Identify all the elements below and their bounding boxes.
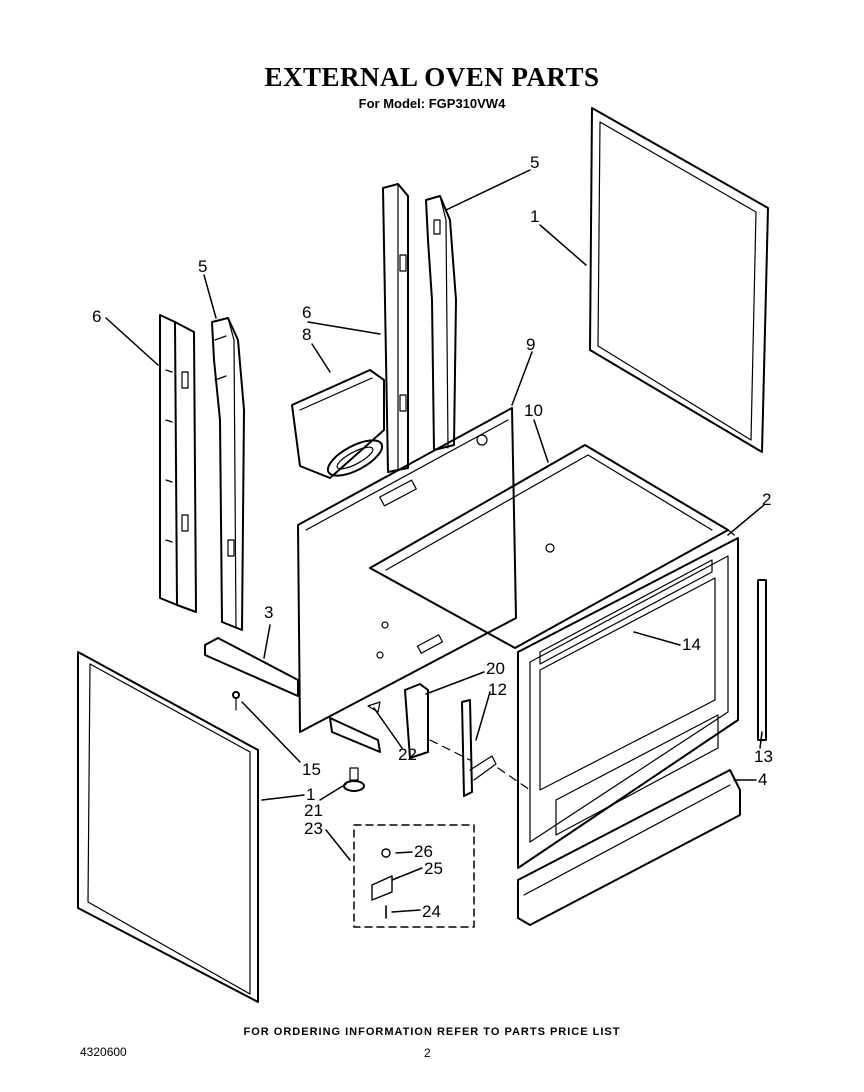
callout-20: 20: [486, 659, 505, 678]
document-number: 4320600: [80, 1045, 127, 1059]
callout-3: 3: [264, 603, 273, 622]
channel-center-5: [425, 195, 457, 451]
clip-22: [367, 701, 381, 713]
guide-lines: [429, 529, 739, 791]
side-panel-left: [77, 651, 259, 1003]
rail-3: [204, 637, 299, 697]
side-panel-right: [589, 107, 769, 453]
callout-labels: 5 1 5 6 6 8 9 10 2 3 14 20 12 22 13 15 4…: [92, 153, 773, 921]
callout-23: 23: [304, 819, 323, 838]
callout-1-bottom: 1: [306, 785, 315, 804]
callout-5-top: 5: [530, 153, 539, 172]
callout-4: 4: [758, 770, 767, 789]
callout-6-mid: 6: [302, 303, 311, 322]
leveler-leg-21: [343, 767, 365, 792]
top-panel-10: [369, 444, 729, 649]
callout-24: 24: [422, 902, 441, 921]
callout-15: 15: [302, 760, 321, 779]
callout-14: 14: [682, 635, 701, 654]
callout-25: 25: [424, 859, 443, 878]
screw-15: [232, 691, 240, 711]
callout-9: 9: [526, 335, 535, 354]
page-title: EXTERNAL OVEN PARTS: [264, 62, 600, 92]
callout-12: 12: [488, 680, 507, 699]
back-panel-9: [297, 407, 517, 733]
callout-26: 26: [414, 842, 433, 861]
callout-8: 8: [302, 325, 311, 344]
callout-5-left: 5: [198, 257, 207, 276]
trim-strip-14: [539, 559, 713, 665]
callout-22: 22: [398, 745, 417, 764]
leader-lines: [105, 169, 765, 913]
channel-left-5: [211, 317, 245, 631]
callout-1-top: 1: [530, 207, 539, 226]
model-subtitle: For Model: FGP310VW4: [358, 96, 506, 111]
callout-21: 21: [304, 801, 323, 820]
callout-6-left: 6: [92, 307, 101, 326]
channel-center-6: [382, 183, 409, 473]
burner-vent-8: [291, 369, 385, 479]
callout-2: 2: [762, 490, 771, 509]
ordering-note: FOR ORDERING INFORMATION REFER TO PARTS …: [243, 1026, 621, 1038]
callout-13: 13: [754, 747, 773, 766]
page-number: 2: [424, 1046, 431, 1060]
bracket-20: [404, 683, 429, 759]
front-frame-2: [517, 537, 739, 869]
bottom-support-bar: [329, 717, 381, 753]
vertical-trim-13: [757, 579, 767, 741]
bracket-12: [461, 699, 497, 797]
inset-box-23: [353, 824, 475, 928]
channel-left-6: [159, 314, 197, 613]
kick-plate-4: [517, 769, 741, 926]
callout-10: 10: [524, 401, 543, 420]
